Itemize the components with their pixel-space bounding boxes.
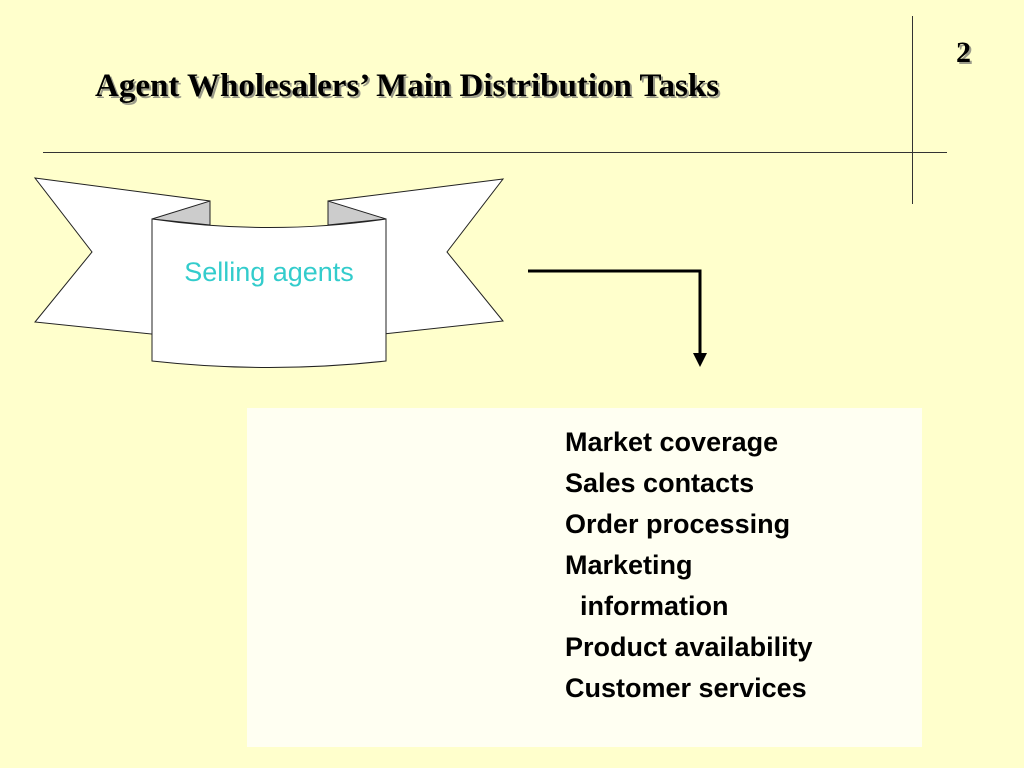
task-item: Sales contacts [565,468,755,498]
task-item: Product availability [565,632,813,662]
task-item: Marketing [565,550,693,580]
task-item: Customer services [565,673,807,703]
connector-arrowhead [693,353,707,367]
title-divider-vertical [912,16,913,204]
banner-center-panel [151,218,387,368]
task-item: Market coverage [565,427,779,457]
banner-left-fold [151,200,211,226]
task-list: Market coverage Sales contacts Order pro… [565,422,813,709]
title-divider-horizontal [43,152,947,153]
task-item: information [565,591,729,621]
slide-number: 2 [956,36,971,69]
slide-title: Agent Wholesalers’ Main Distribution Tas… [95,68,720,104]
banner-label: Selling agents [184,257,354,287]
tasks-box: Market coverage Sales contacts Order pro… [247,408,922,747]
connector-line [528,269,702,355]
task-item: Order processing [565,509,791,539]
banner-right-fold [327,200,387,226]
